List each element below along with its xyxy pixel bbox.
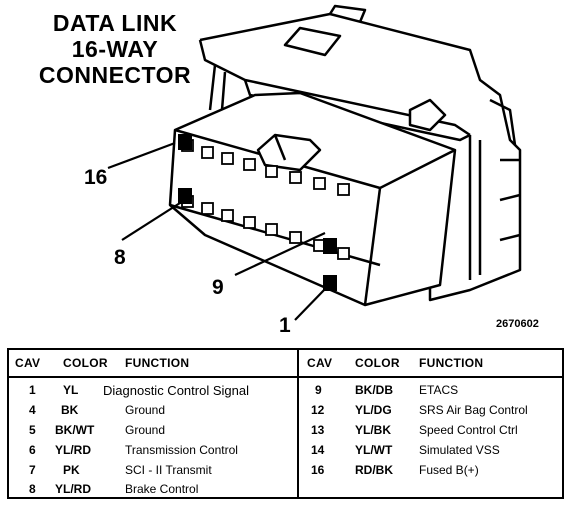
- table-row-cav: 4: [29, 403, 36, 417]
- table-row-function: Brake Control: [125, 482, 199, 496]
- table-row-color: YL/RD: [55, 443, 91, 457]
- table-row-color: YL/BK: [355, 423, 391, 437]
- title-line-3: CONNECTOR: [38, 62, 192, 88]
- table-row-function: Transmission Control: [125, 443, 238, 457]
- table-row-function: Diagnostic Control Signal: [103, 383, 249, 398]
- table-row-color: RD/BK: [355, 463, 393, 477]
- table-row-cav: 14: [311, 443, 325, 457]
- table-row-cav: 12: [311, 403, 325, 417]
- header-color-right: COLOR: [355, 356, 400, 370]
- table-row-cav: 6: [29, 443, 36, 457]
- table-row-function: Simulated VSS: [419, 443, 500, 457]
- header-color-left: COLOR: [63, 356, 108, 370]
- table-row-color: BK/WT: [55, 423, 95, 437]
- table-divider: [297, 350, 299, 497]
- table-row-function: SRS Air Bag Control: [419, 403, 528, 417]
- table-row-cav: 9: [315, 383, 322, 397]
- pin-label-8: 8: [114, 246, 126, 269]
- table-row-cav: 7: [29, 463, 36, 477]
- title-line-2: 16-WAY: [71, 36, 159, 62]
- table-row-color: YL/RD: [55, 482, 91, 496]
- table-row-function: Fused B(+): [419, 463, 479, 477]
- title-line-1: DATA LINK: [52, 10, 178, 36]
- header-function-left: FUNCTION: [125, 356, 190, 370]
- table-row-function: Ground: [125, 423, 166, 437]
- table-row-cav: 5: [29, 423, 36, 437]
- table-row-cav: 8: [29, 482, 36, 496]
- table-row-color: YL: [63, 383, 79, 397]
- table-row-cav: 16: [311, 463, 325, 477]
- table-row-color: BK: [61, 403, 79, 417]
- pin-label-9: 9: [212, 276, 224, 299]
- table-row-cav: 1: [29, 383, 36, 397]
- table-row-color: BK/DB: [355, 383, 393, 397]
- pin-label-16: 16: [84, 166, 108, 189]
- header-rule: [9, 376, 562, 378]
- table-row-function: Speed Control Ctrl: [419, 423, 518, 437]
- pin-label-1: 1: [279, 314, 291, 337]
- table-row-color: YL/WT: [355, 443, 393, 457]
- table-row-color: PK: [63, 463, 80, 477]
- figure-id: 2670602: [496, 318, 539, 330]
- header-cav-right: CAV: [307, 356, 333, 370]
- header-function-right: FUNCTION: [419, 356, 484, 370]
- pinout-table: CAV COLOR FUNCTION CAV COLOR FUNCTION 1 …: [7, 348, 564, 499]
- table-row-function: SCI - II Transmit: [125, 463, 212, 477]
- table-row-function: Ground: [125, 403, 166, 417]
- table-row-color: YL/DG: [355, 403, 392, 417]
- table-row-cav: 13: [311, 423, 325, 437]
- table-row-function: ETACS: [419, 383, 459, 397]
- connector-illustration: [107, 4, 522, 321]
- header-cav-left: CAV: [15, 356, 41, 370]
